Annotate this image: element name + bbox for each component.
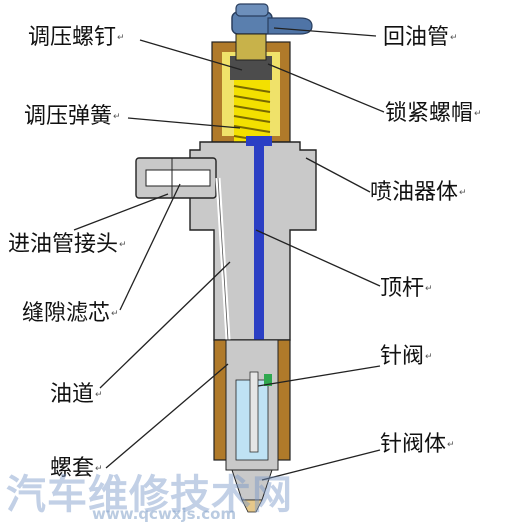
label-nut-sleeve: 螺套↵ bbox=[50, 456, 103, 481]
label-oil-passage: 油道↵ bbox=[50, 382, 103, 407]
regulating-spring-part bbox=[233, 80, 271, 144]
watermark-url: www.qcwxjs.com bbox=[92, 505, 237, 523]
label-push-rod: 顶杆↵ bbox=[380, 276, 433, 301]
label-inlet-fitting: 进油管接头↵ bbox=[8, 232, 127, 257]
leader-lines bbox=[73, 27, 385, 481]
watermark-text: 汽车维修技术网 bbox=[6, 472, 293, 518]
label-regulating-screw: 调压螺钉↵ bbox=[28, 25, 125, 50]
label-injector-body: 喷油器体↵ bbox=[370, 180, 467, 205]
nozzle-part bbox=[213, 339, 291, 513]
label-gap-filter: 缝隙滤芯↵ bbox=[22, 301, 119, 326]
label-regulating-spring: 调压弹簧↵ bbox=[24, 104, 121, 129]
push-rod-part bbox=[246, 136, 272, 382]
label-needle-valve: 针阀↵ bbox=[380, 344, 433, 369]
label-needle-valve-body: 针阀体↵ bbox=[380, 432, 455, 457]
label-return-pipe: 回油管↵ bbox=[383, 25, 458, 50]
label-lock-nut: 锁紧螺帽↵ bbox=[385, 101, 482, 126]
return-pipe-part bbox=[231, 3, 313, 35]
